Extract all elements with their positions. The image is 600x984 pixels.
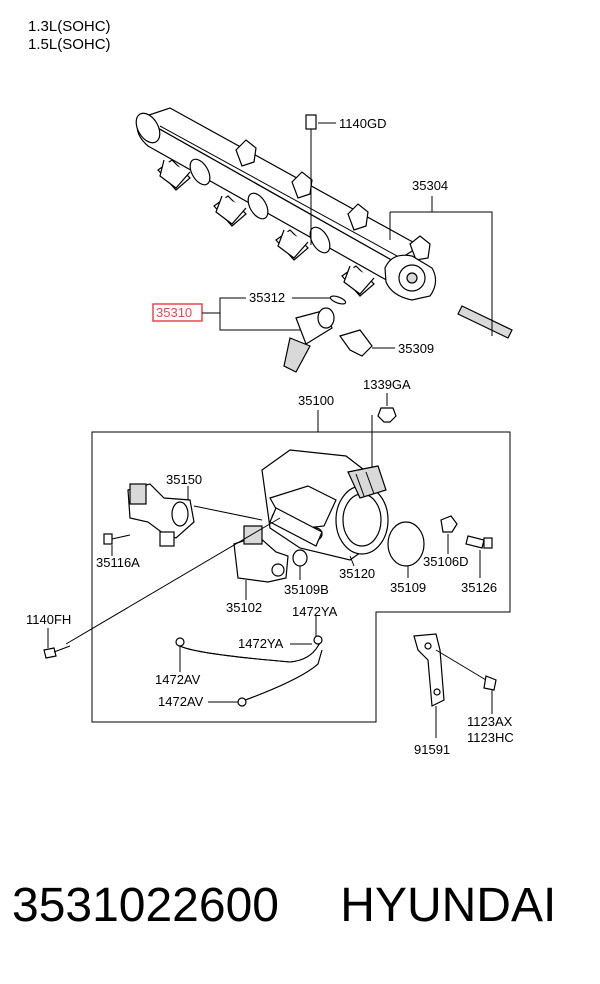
- engine-variant: 1.3L(SOHC): [28, 18, 111, 35]
- part-label-91591: 91591: [414, 742, 450, 757]
- screw-35126: [465, 535, 493, 549]
- part-label-35102: 35102: [226, 600, 262, 615]
- bracket-91591: [413, 633, 445, 707]
- gasket-35109: [387, 521, 425, 567]
- part-label-35126: 35126: [461, 580, 497, 595]
- injector-35310: [283, 307, 335, 373]
- part-label-35309: 35309: [398, 341, 434, 356]
- part-label-35304: 35304: [412, 178, 448, 193]
- engine-variant: 1.5L(SOHC): [28, 36, 111, 53]
- part-label-35150: 35150: [166, 472, 202, 487]
- part-label-35312: 35312: [249, 290, 285, 305]
- part-label-1472AV: 1472AV: [155, 672, 201, 687]
- idle-valve-35150: [127, 483, 195, 547]
- part-label-1472YA: 1472YA: [292, 604, 338, 619]
- part-label-1123AX: 1123AX: [467, 714, 513, 729]
- part-label-35109: 35109: [390, 580, 426, 595]
- washer-35109B: [292, 549, 308, 567]
- bolt-1123AX: [435, 649, 497, 691]
- engine-variant-list: 1.3L(SOHC) 1.5L(SOHC): [28, 18, 111, 54]
- footer: 3531022600 HYUNDAI: [12, 878, 556, 933]
- part-label-35100: 35100: [298, 393, 334, 408]
- part-label-1140FH: 1140FH: [26, 612, 71, 627]
- part-label-35109B: 35109B: [284, 582, 329, 597]
- part-label-1123HC: 1123HC: [467, 730, 514, 745]
- throttle-position-sensor-35102: [233, 525, 289, 583]
- throttle-body-35120: [261, 449, 389, 561]
- part-label-1140GD: 1140GD: [339, 116, 386, 131]
- part-label-1339GA: 1339GA: [363, 377, 411, 392]
- part-label-1472YA: 1472YA: [238, 636, 284, 651]
- part-label-35116A: 35116A: [96, 555, 140, 570]
- fuel-rail: [135, 107, 513, 339]
- bolt-1140GD: [305, 114, 336, 245]
- screw-35116A: [103, 533, 131, 545]
- part-label-35310: 35310: [156, 305, 192, 320]
- nut-35106D: [440, 515, 458, 533]
- bolt-1140FH: [43, 645, 71, 659]
- vacuum-hoses: [175, 635, 323, 707]
- clip-35309: [339, 329, 373, 357]
- assembly-frame-35100: [91, 431, 511, 723]
- part-label-1472AV: 1472AV: [158, 694, 204, 709]
- part-number: 3531022600: [12, 879, 279, 932]
- part-label-35106D: 35106D: [423, 554, 469, 569]
- brand-name: HYUNDAI: [340, 879, 557, 932]
- nut-1339GA: [377, 407, 397, 423]
- o-ring-35312: [329, 295, 347, 305]
- part-label-35120: 35120: [339, 566, 375, 581]
